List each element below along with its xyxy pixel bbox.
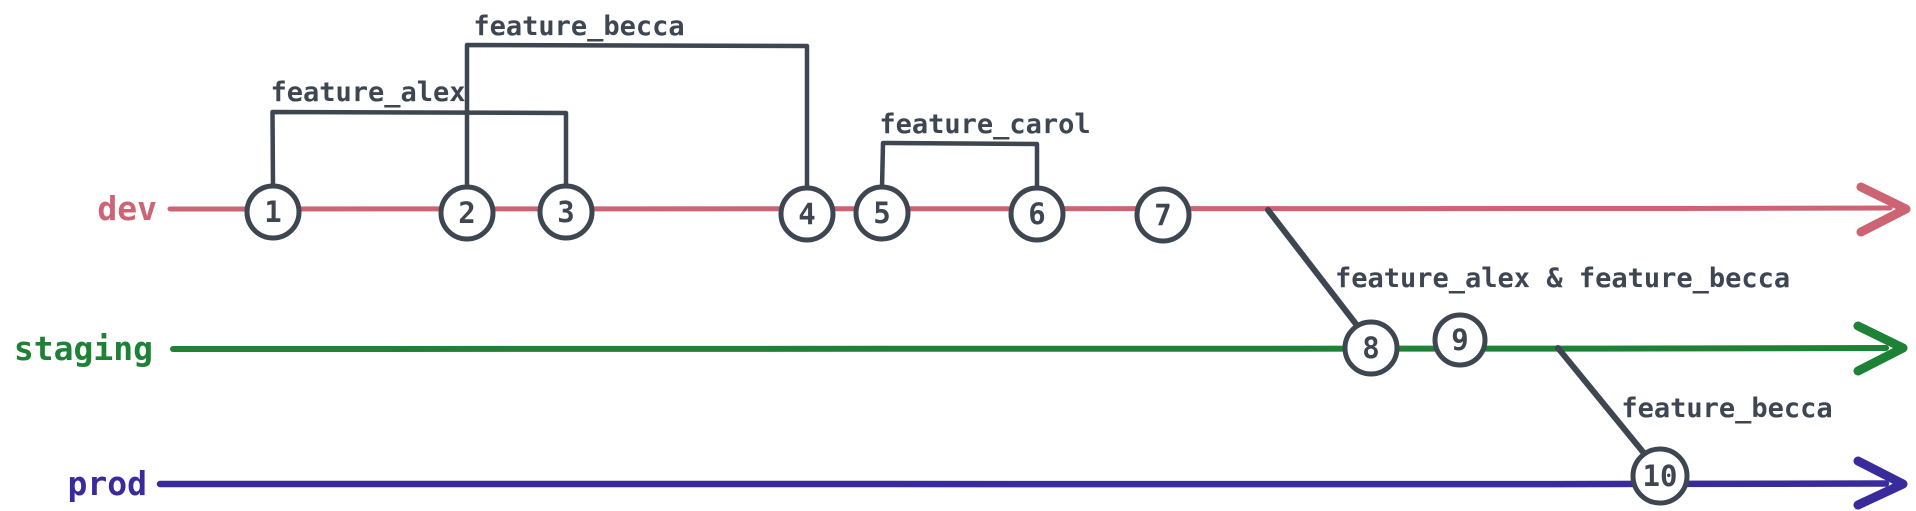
commit-circle — [778, 185, 836, 243]
feature-carol-label: feature_carol — [879, 109, 1090, 140]
commit-circle — [1008, 185, 1066, 243]
commit-number: 3 — [557, 195, 574, 229]
commit-circle — [853, 184, 911, 242]
commit-circle — [537, 183, 595, 241]
commit-number: 6 — [1028, 197, 1045, 231]
commit-circle — [1432, 312, 1488, 368]
commit-number: 2 — [458, 196, 475, 230]
feature-becca-bracket — [464, 42, 810, 191]
dev-arrowhead-icon — [1856, 182, 1911, 237]
staging-arrowhead-icon — [1853, 321, 1908, 376]
commit-circle — [244, 183, 302, 241]
commit-number: 1 — [264, 195, 281, 229]
commit-node-9: 9 — [1432, 312, 1488, 368]
merge-to-prod-line — [1555, 345, 1655, 466]
commit-node-2: 2 — [438, 184, 496, 242]
dev-line — [167, 205, 1893, 212]
commit-number: 10 — [1643, 459, 1678, 493]
commit-circle — [1134, 186, 1192, 244]
feature-alex-bracket — [270, 109, 569, 191]
merge-staging-label: feature_alex & feature_becca — [1335, 263, 1790, 294]
commit-number: 5 — [873, 196, 890, 230]
commit-number: 8 — [1362, 331, 1379, 365]
commit-circle — [438, 184, 496, 242]
commit-number: 4 — [798, 197, 815, 231]
commit-node-3: 3 — [537, 183, 595, 241]
staging-line — [170, 345, 1889, 352]
branch-label-dev: dev — [97, 189, 157, 228]
commit-node-4: 4 — [778, 185, 836, 243]
commit-number: 7 — [1154, 198, 1171, 232]
commit-node-1: 1 — [244, 183, 302, 241]
branch-label-prod: prod — [68, 464, 147, 503]
feature-carol-bracket — [879, 140, 1040, 192]
merge-prod-label: feature_becca — [1621, 393, 1832, 424]
commit-circle — [1630, 446, 1690, 506]
merge-to-staging-line — [1265, 207, 1369, 340]
prod-line — [156, 480, 1890, 488]
commit-node-8: 8 — [1342, 319, 1400, 377]
commit-circle — [1342, 319, 1400, 377]
branch-label-staging: staging — [14, 329, 153, 368]
commit-node-7: 7 — [1134, 186, 1192, 244]
commit-number: 9 — [1451, 323, 1468, 357]
feature-becca-label: feature_becca — [473, 11, 684, 42]
feature-alex-label: feature_alex — [270, 77, 465, 108]
commit-node-10: 10 — [1630, 446, 1690, 506]
prod-arrowhead-icon — [1853, 456, 1908, 510]
commit-node-6: 6 — [1008, 185, 1066, 243]
commit-node-5: 5 — [853, 184, 911, 242]
